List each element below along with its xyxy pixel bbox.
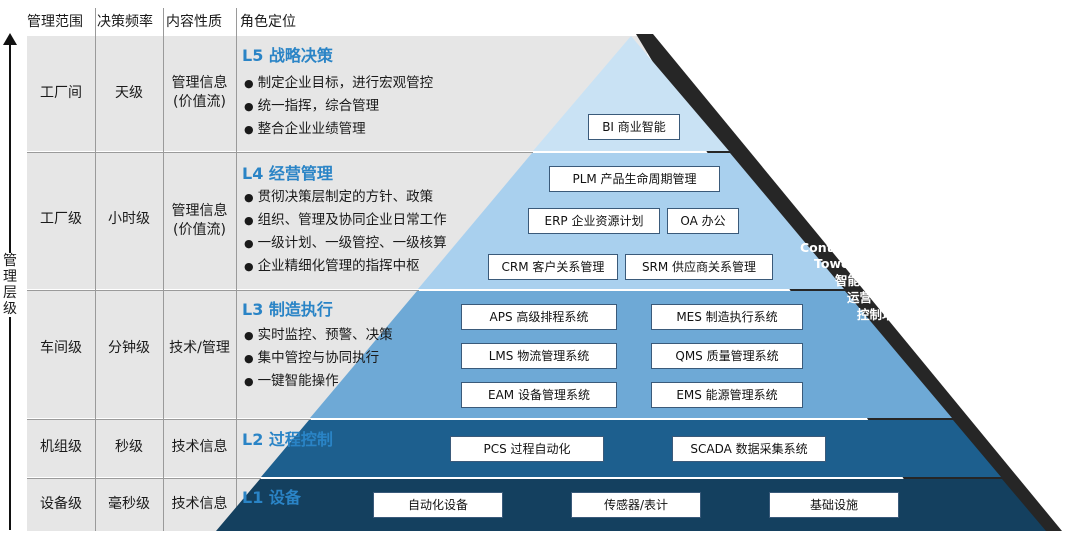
- l4-bullet: 贯彻决策层制定的方针、政策: [244, 186, 447, 209]
- tower-line: 运营: [847, 290, 873, 305]
- header-frequency: 决策频率: [97, 14, 153, 30]
- axis-label-char: 管: [3, 253, 17, 269]
- tower-line: Tower: [814, 256, 856, 271]
- l2-scope: 机组级: [40, 439, 82, 455]
- header-scope: 管理范围: [27, 14, 83, 30]
- l3-title: L3 制造执行: [242, 300, 333, 319]
- axis-arrow-up-icon: [3, 33, 17, 45]
- system-box-automation-equipment: 自动化设备: [373, 492, 503, 518]
- header-content: 内容性质: [166, 14, 222, 30]
- l5-bullet: 统一指挥，综合管理: [244, 95, 433, 118]
- l3-content: 技术/管理: [169, 340, 230, 356]
- tower-line: 控制塔: [857, 307, 895, 322]
- l5-bullet: 整合企业业绩管理: [244, 118, 433, 141]
- l3-bullets: 实时监控、预警、决策 集中管控与协同执行 一键智能操作: [244, 324, 393, 393]
- axis-label-char: 层: [3, 285, 17, 301]
- system-box-infrastructure: 基础设施: [769, 492, 899, 518]
- l4-frequency: 小时级: [108, 211, 150, 227]
- pyramid-layer-l5: [533, 36, 729, 151]
- l5-title: L5 战略决策: [242, 46, 333, 65]
- system-box-eam: EAM 设备管理系统: [461, 382, 617, 408]
- column-divider: [163, 8, 164, 531]
- tower-line: Control: [800, 240, 852, 255]
- system-box-pcs: PCS 过程自动化: [450, 436, 604, 462]
- l2-frequency: 秒级: [115, 439, 143, 455]
- system-box-mes: MES 制造执行系统: [651, 304, 803, 330]
- row-divider: [27, 290, 419, 291]
- l2-content: 技术信息: [171, 439, 228, 455]
- system-box-crm: CRM 客户关系管理: [488, 254, 618, 280]
- l4-content: 管理信息 (价值流): [171, 203, 228, 238]
- system-box-qms: QMS 质量管理系统: [651, 343, 803, 369]
- l3-scope: 车间级: [40, 340, 82, 356]
- system-box-lms: LMS 物流管理系统: [461, 343, 617, 369]
- l4-bullets: 贯彻决策层制定的方针、政策 组织、管理及协同企业日常工作 一级计划、一级管控、一…: [244, 186, 447, 278]
- l1-title: L1 设备: [242, 488, 301, 507]
- system-box-plm: PLM 产品生命周期管理: [549, 166, 720, 192]
- row-divider: [27, 419, 311, 420]
- system-box-ems: EMS 能源管理系统: [651, 382, 803, 408]
- header-role: 角色定位: [240, 14, 296, 30]
- system-box-oa: OA 办公: [667, 208, 739, 234]
- system-box-sensors: 传感器/表计: [571, 492, 701, 518]
- l3-bullet: 实时监控、预警、决策: [244, 324, 393, 347]
- l4-title: L4 经营管理: [242, 164, 333, 183]
- l4-scope: 工厂级: [40, 211, 82, 227]
- l5-bullets: 制定企业目标，进行宏观管控 统一指挥，综合管理 整合企业业绩管理: [244, 72, 434, 141]
- column-divider: [236, 8, 237, 531]
- l4-bullet: 组织、管理及协同企业日常工作: [244, 209, 447, 232]
- system-box-aps: APS 高级排程系统: [461, 304, 617, 330]
- column-divider: [95, 8, 96, 531]
- l5-frequency: 天级: [115, 85, 143, 101]
- axis-label: 管 理 层 级: [0, 253, 20, 317]
- l5-bullet: 制定企业目标，进行宏观管控: [244, 72, 434, 95]
- system-box-bi: BI 商业智能: [588, 114, 680, 140]
- l1-frequency: 毫秒级: [108, 496, 150, 512]
- pyramid-layer-l3: [310, 291, 952, 418]
- pyramid-layer-l2: [261, 420, 1001, 477]
- tower-line: 智能: [835, 273, 861, 288]
- system-box-erp: ERP 企业资源计划: [528, 208, 660, 234]
- system-box-srm: SRM 供应商关系管理: [625, 254, 773, 280]
- control-tower-body: [636, 34, 1062, 531]
- l3-frequency: 分钟级: [108, 340, 150, 356]
- l4-bullet: 一级计划、一级管控、一级核算: [244, 232, 447, 255]
- axis-label-char: 级: [3, 301, 17, 317]
- row-divider: [27, 152, 533, 153]
- l5-scope: 工厂间: [40, 85, 82, 101]
- l3-bullet: 一键智能操作: [244, 370, 393, 393]
- l1-scope: 设备级: [40, 496, 82, 512]
- l2-title: L2 过程控制: [242, 430, 333, 449]
- l3-bullet: 集中管控与协同执行: [244, 347, 393, 370]
- l5-content: 管理信息 (价值流): [171, 75, 228, 110]
- row-divider: [27, 478, 261, 479]
- l1-content: 技术信息: [171, 496, 228, 512]
- axis-label-char: 理: [3, 269, 17, 285]
- system-box-scada: SCADA 数据采集系统: [672, 436, 826, 462]
- l4-bullet: 企业精细化管理的指挥中枢: [244, 255, 447, 278]
